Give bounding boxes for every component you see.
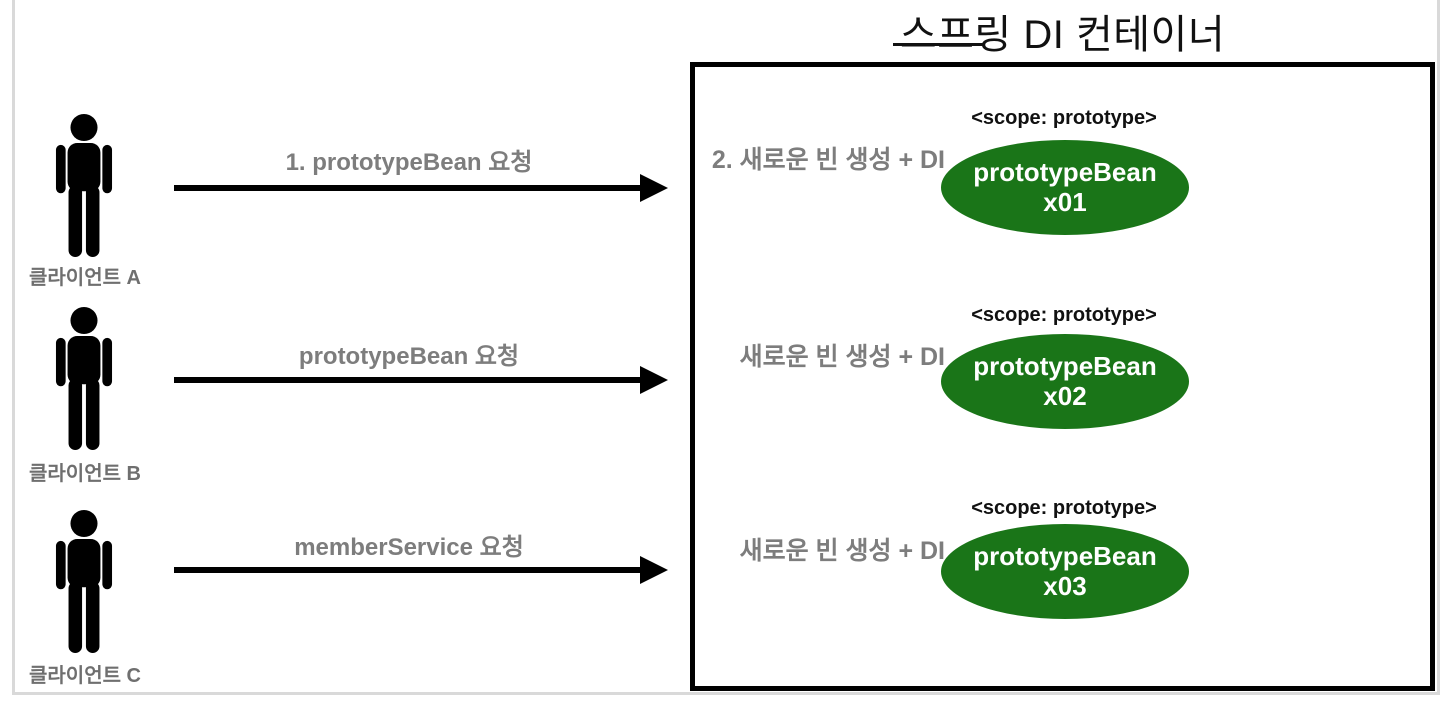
container-action-label: 2. 새로운 빈 생성 + DI xyxy=(711,146,945,174)
arrowhead-icon xyxy=(640,174,668,202)
scope-label: <scope: prototype> xyxy=(971,304,1157,326)
bean-name: prototypeBean xyxy=(973,156,1157,187)
request-arrow-label: prototypeBean 요청 xyxy=(298,343,520,370)
bean-instance: x03 xyxy=(1043,570,1087,601)
person-icon xyxy=(55,112,113,259)
diagram-title: 스프링 DI 컨테이너 xyxy=(899,13,1226,57)
prototype-bean-node: prototypeBean x03 xyxy=(941,524,1189,619)
person-icon xyxy=(55,508,113,655)
container-action-label: 새로운 빈 생성 + DI xyxy=(739,537,945,565)
bean-instance: x02 xyxy=(1043,380,1087,411)
request-arrow xyxy=(174,377,642,383)
client-label: 클라이언트 A xyxy=(29,267,141,289)
container-action-label: 새로운 빈 생성 + DI xyxy=(739,343,945,371)
request-arrow xyxy=(174,185,642,191)
scope-label: <scope: prototype> xyxy=(971,497,1157,519)
client-label: 클라이언트 B xyxy=(29,463,141,485)
person-icon xyxy=(55,305,113,452)
arrowhead-icon xyxy=(640,556,668,584)
prototype-bean-node: prototypeBean x02 xyxy=(941,334,1189,429)
bean-name: prototypeBean xyxy=(973,350,1157,381)
arrowhead-icon xyxy=(640,366,668,394)
scope-label: <scope: prototype> xyxy=(971,107,1157,129)
bean-name: prototypeBean xyxy=(973,540,1157,571)
request-arrow xyxy=(174,567,642,573)
title-underline xyxy=(893,43,983,46)
prototype-bean-node: prototypeBean x01 xyxy=(941,140,1189,235)
bean-instance: x01 xyxy=(1043,186,1087,217)
request-arrow-label: 1. prototypeBean 요청 xyxy=(285,149,533,176)
client-label: 클라이언트 C xyxy=(29,665,141,687)
request-arrow-label: memberService 요청 xyxy=(294,534,524,561)
